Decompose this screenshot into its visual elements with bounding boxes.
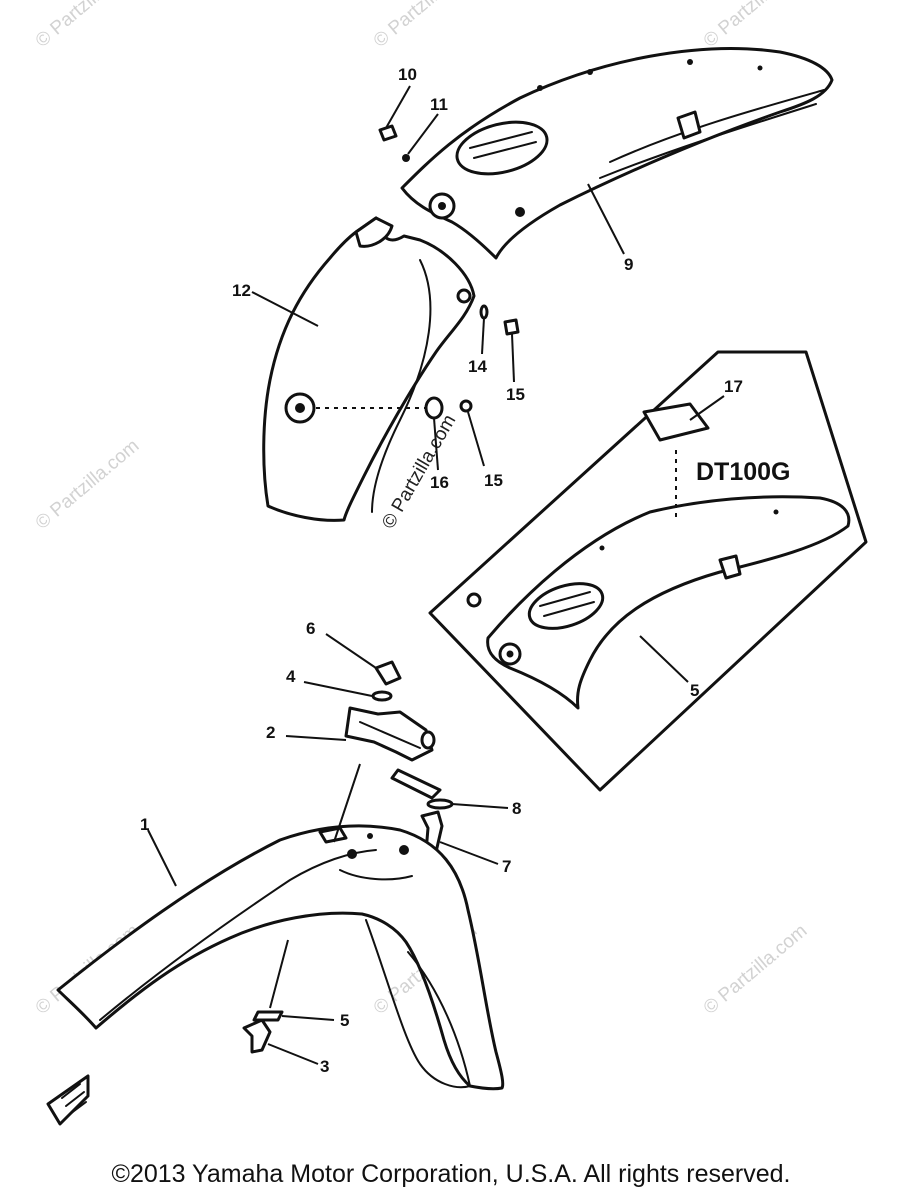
watermark: © Partzilla.com (370, 0, 482, 52)
callout-6: 6 (306, 619, 315, 638)
callout-14: 14 (468, 357, 487, 376)
part-17-label (642, 402, 710, 442)
callout-4: 4 (286, 667, 296, 686)
watermark: © Partzilla.com (700, 920, 812, 1018)
callout-9: 5 (690, 681, 699, 700)
watermark: © Partzilla.com (32, 435, 144, 533)
front-fender-part-1 (56, 824, 505, 1091)
callout-17: 17 (724, 377, 743, 396)
rear-fender-part-9 (400, 47, 834, 260)
callout-15: 15 (484, 471, 503, 490)
leader-lines (147, 85, 725, 1065)
watermark: © Partzilla.com (32, 0, 144, 52)
part-5-washer (252, 1010, 284, 1022)
part-14-washer (479, 304, 489, 320)
callout-16: 16 (430, 473, 449, 492)
part-15-nut (459, 399, 473, 413)
callout-15: 15 (506, 385, 525, 404)
part-6-nut (374, 660, 402, 686)
callout-10: 10 (398, 65, 417, 84)
part-11-washer (402, 154, 410, 162)
callout-1: 1 (140, 815, 149, 834)
callout-12: 12 (232, 281, 251, 300)
part-16-grommet (424, 396, 444, 420)
callout-9: 9 (624, 255, 633, 274)
rear-flap-part-12 (262, 216, 476, 522)
part-15-bolt (503, 318, 520, 336)
variant-label: DT100G (696, 458, 790, 486)
callout-11: 11 (430, 95, 448, 114)
callout-numbers: 10 11 9 12 14 15 16 15 17 5 6 4 2 8 7 1 … (140, 65, 743, 1076)
part-8-washer (426, 798, 454, 810)
callout-2: 2 (266, 723, 275, 742)
copyright-notice: ©2013 Yamaha Motor Corporation, U.S.A. A… (111, 1160, 791, 1188)
watermark: © Partzilla.com (700, 0, 812, 52)
watermark-center: © Partzilla.com (378, 411, 460, 532)
corner-marker (46, 1074, 90, 1126)
part-3-bolt (242, 1018, 272, 1054)
part-10-bolt (378, 124, 398, 142)
part-4-washer (371, 690, 393, 702)
callout-8: 8 (512, 799, 521, 818)
callout-7: 7 (502, 857, 511, 876)
variant-inset-box: DT100G (428, 350, 868, 792)
callout-5: 5 (340, 1011, 349, 1030)
callout-3: 3 (320, 1057, 329, 1076)
